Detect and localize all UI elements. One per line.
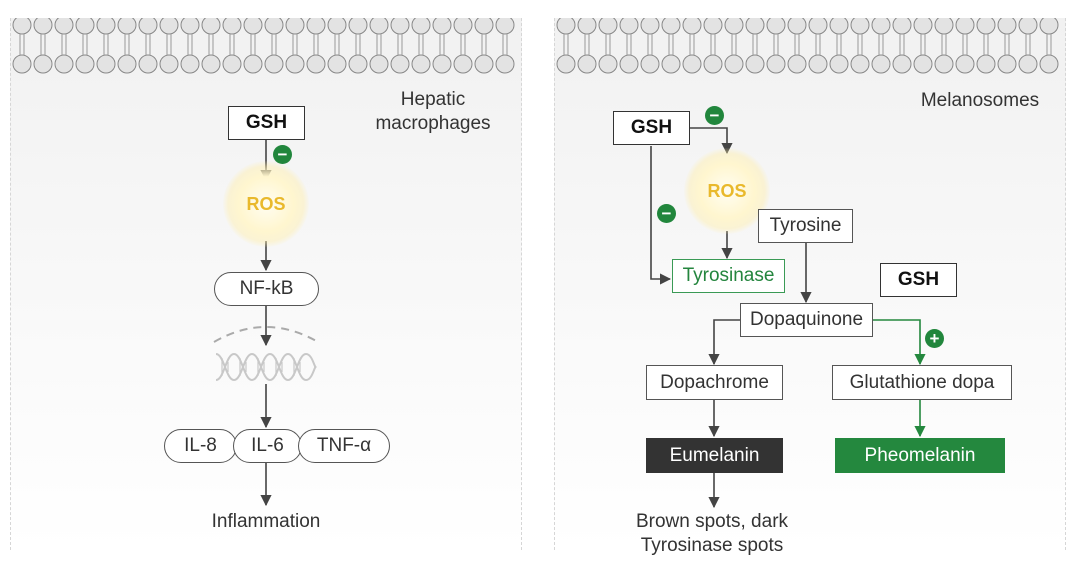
melanosome-panel bbox=[554, 18, 1066, 550]
inhibit-badge-ros: − bbox=[705, 106, 724, 125]
right-cell-membrane bbox=[556, 18, 1059, 74]
ros-label-right: ROS bbox=[707, 180, 747, 201]
gsh-box-right-mid: GSH bbox=[880, 263, 957, 297]
nfkb-box: NF-kB bbox=[214, 272, 319, 306]
eumelanin-box: Eumelanin bbox=[646, 438, 783, 473]
cytokine-tnf-alpha: TNF-α bbox=[298, 429, 390, 463]
outcome-label-right: Brown spots, dark Tyrosinase spots bbox=[635, 511, 789, 556]
dopaquinone-box: Dopaquinone bbox=[740, 303, 873, 337]
dna-helix-icon bbox=[215, 352, 317, 382]
dopachrome-box: Dopachrome bbox=[646, 365, 783, 400]
gsh-box-left: GSH bbox=[228, 106, 305, 140]
cytokine-il6: IL-6 bbox=[233, 429, 302, 463]
glutathione-dopa-box: Glutathione dopa bbox=[832, 365, 1012, 400]
inhibit-badge-left: − bbox=[273, 145, 292, 164]
hepatic-macrophages-label: Hepatic macrophages bbox=[375, 89, 491, 134]
inflammation-label: Inflammation bbox=[211, 511, 321, 532]
melanosomes-label: Melanosomes bbox=[920, 90, 1040, 111]
ros-label-left: ROS bbox=[246, 193, 286, 214]
gsh-box-right-top: GSH bbox=[613, 111, 690, 145]
inhibit-badge-tyrosinase: − bbox=[657, 204, 676, 223]
promote-badge-glutathione: + bbox=[925, 329, 944, 348]
cytokine-il8: IL-8 bbox=[164, 429, 237, 463]
tyrosinase-box: Tyrosinase bbox=[672, 259, 785, 293]
left-cell-membrane bbox=[12, 18, 515, 74]
arrow-dopaquinone-to-glutathione-dopa bbox=[873, 319, 926, 366]
arrow-gsh-to-ros-right bbox=[690, 127, 733, 155]
tyrosine-box: Tyrosine bbox=[758, 209, 853, 243]
ros-glow-left: ROS bbox=[223, 161, 309, 247]
pheomelanin-box: Pheomelanin bbox=[835, 438, 1005, 473]
arrow-dopaquinone-to-dopachrome bbox=[708, 319, 740, 366]
ros-glow-right: ROS bbox=[684, 148, 770, 234]
arrow-gsh-to-tyrosinase bbox=[650, 146, 672, 285]
